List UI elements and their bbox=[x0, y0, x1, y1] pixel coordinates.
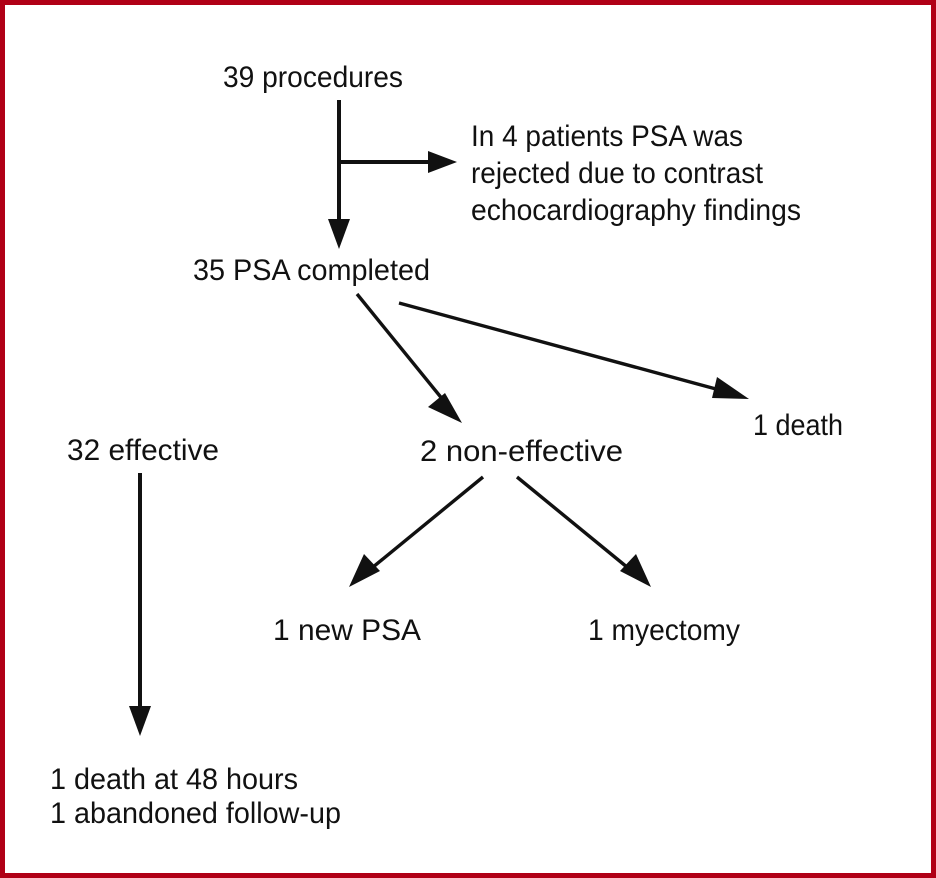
node-new-psa: 1 new PSA bbox=[273, 614, 421, 647]
node-non-effective: 2 non-effective bbox=[420, 435, 623, 468]
edge-line-completed-noneffective bbox=[355, 292, 450, 408]
edge-line-noneffective-myectomy bbox=[515, 475, 635, 574]
arrowhead-to-myectomy bbox=[620, 554, 651, 587]
edge-non-effective-to-new-psa bbox=[349, 475, 485, 587]
edge-procedures-to-rejected bbox=[339, 151, 457, 173]
edge-line-noneffective-newpsa bbox=[365, 475, 485, 574]
edge-non-effective-to-myectomy bbox=[515, 475, 651, 587]
flowchart-canvas: 39 procedures In 4 patients PSA was reje… bbox=[50, 61, 843, 830]
edge-completed-to-death bbox=[398, 301, 749, 399]
arrowhead-to-new-psa bbox=[349, 554, 380, 587]
node-death-one: 1 death bbox=[753, 409, 843, 442]
node-completed: 35 PSA completed bbox=[193, 254, 430, 287]
arrowhead-to-non-effective bbox=[428, 393, 462, 423]
edge-effective-to-outcomes bbox=[129, 473, 151, 736]
edge-line-completed-death bbox=[398, 301, 728, 394]
arrowhead-to-outcomes bbox=[129, 706, 151, 736]
node-effective: 32 effective bbox=[67, 434, 219, 467]
node-outcome-line-1: 1 death at 48 hours bbox=[50, 763, 298, 796]
arrowhead-to-rejected bbox=[428, 151, 457, 173]
arrowhead-to-death bbox=[712, 377, 749, 399]
node-procedures: 39 procedures bbox=[223, 61, 403, 94]
node-rejected-line-1: In 4 patients PSA was bbox=[471, 120, 743, 153]
node-myectomy: 1 myectomy bbox=[588, 614, 740, 647]
node-rejected-line-3: echocardiography findings bbox=[471, 194, 801, 227]
edge-procedures-to-completed bbox=[328, 100, 350, 249]
node-rejected-line-2: rejected due to contrast bbox=[471, 157, 764, 190]
edge-completed-to-non-effective bbox=[355, 292, 462, 423]
node-outcome-line-2: 1 abandoned follow-up bbox=[50, 797, 341, 830]
arrowhead-to-completed bbox=[328, 219, 350, 249]
